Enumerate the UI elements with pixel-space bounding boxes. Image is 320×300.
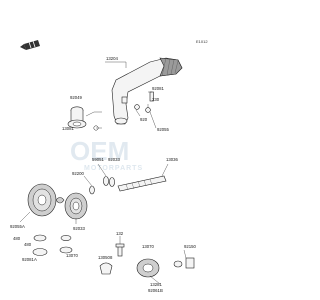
- part-label: 92200: [72, 171, 85, 176]
- part-label: 92055A: [10, 224, 25, 229]
- shaft-washers: [89, 176, 115, 195]
- part-label: 92033: [73, 226, 86, 231]
- kick-pedal-part: [111, 57, 183, 125]
- kick-gear-middle: [64, 192, 88, 220]
- part-label: 13070: [142, 244, 155, 249]
- watermark-text: MOTORPARTS: [84, 165, 143, 172]
- part-label: 92081: [152, 86, 165, 91]
- kick-boss-part: [67, 106, 87, 129]
- kick-gear-large: [27, 183, 65, 217]
- part-label: 480: [13, 236, 21, 241]
- part-label: 92055: [157, 127, 170, 132]
- part-label: 92049: [70, 95, 83, 100]
- part-label: 92033: [108, 157, 121, 162]
- parts-diagram: OEM MOTORPARTS E1012: [10, 39, 208, 293]
- part-label: 13081: [62, 126, 75, 131]
- front-direction-icon: [20, 40, 40, 50]
- part-label: 92150: [184, 244, 197, 249]
- leader-lines: [19, 61, 187, 285]
- lower-washers: [32, 234, 73, 256]
- stopper-plate-part: [99, 262, 113, 275]
- part-label: 132: [116, 231, 124, 236]
- part-label: 920: [140, 117, 148, 122]
- part-label: 480: [24, 242, 32, 247]
- part-label: 59051: [92, 157, 105, 162]
- watermark-logo: OEM: [70, 136, 129, 166]
- part-label: 230: [152, 97, 160, 102]
- diagram-reference-code: E1012: [196, 39, 208, 44]
- small-bolt-part: [115, 243, 125, 257]
- part-labels: 13204 92049 13081 92081 230 920 92055 13…: [10, 56, 197, 293]
- part-label: 13281: [150, 282, 163, 287]
- part-label: 92081A: [22, 257, 37, 262]
- diagram-canvas: OEM MOTORPARTS E1012: [10, 39, 208, 293]
- idle-gear-part: [136, 257, 195, 278]
- part-label: 13036: [166, 157, 179, 162]
- part-label: 92061B: [148, 288, 163, 293]
- kick-shaft-part: [117, 175, 167, 192]
- part-label: 13204: [106, 56, 119, 61]
- part-label: 130508: [98, 255, 113, 260]
- part-label: 13070: [66, 253, 79, 258]
